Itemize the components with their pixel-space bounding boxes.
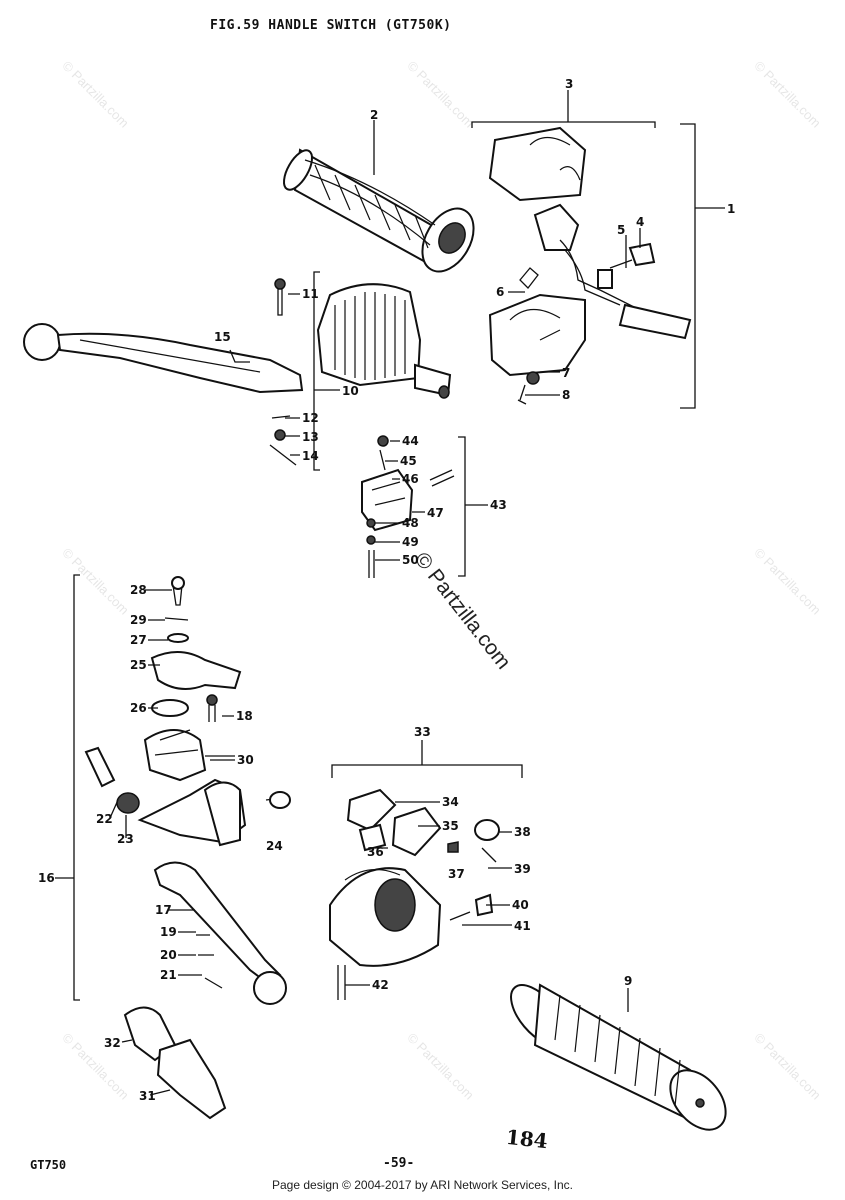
leader-lines — [55, 90, 725, 1096]
left-switch-assembly-drawing — [84, 576, 291, 1005]
handwritten-page-number: 184 — [504, 1124, 549, 1154]
callout-49: 49 — [402, 535, 419, 549]
callout-30: 30 — [237, 753, 254, 767]
callout-10: 10 — [342, 384, 359, 398]
callout-50: 50 — [402, 553, 419, 567]
callout-5: 5 — [617, 223, 625, 237]
figure-title: FIG.59 HANDLE SWITCH (GT750K) — [210, 18, 452, 33]
callout-12: 12 — [302, 411, 319, 425]
callout-2: 2 — [370, 108, 378, 122]
switch-subassembly-drawing — [361, 435, 455, 578]
callout-labels: 1 2 3 4 5 6 7 8 9 10 11 12 13 14 15 16 1… — [38, 77, 735, 1103]
callout-34: 34 — [442, 795, 459, 809]
callout-7: 7 — [562, 366, 570, 380]
callout-8: 8 — [562, 388, 570, 402]
callout-21: 21 — [160, 968, 177, 982]
grip-right-drawing — [510, 983, 727, 1131]
callout-3: 3 — [565, 77, 573, 91]
switch-assembly-drawing — [488, 203, 692, 405]
copyright-footer: Page design © 2004-2017 by ARI Network S… — [271, 1178, 573, 1192]
callout-18: 18 — [236, 709, 253, 723]
callout-38: 38 — [514, 825, 531, 839]
callout-4: 4 — [636, 215, 644, 229]
clutch-lever-drawing — [23, 278, 452, 466]
callout-11: 11 — [302, 287, 319, 301]
callout-29: 29 — [130, 613, 147, 627]
callout-27: 27 — [130, 633, 147, 647]
callout-28: 28 — [130, 583, 147, 597]
callout-33: 33 — [414, 725, 431, 739]
callout-16: 16 — [38, 871, 55, 885]
callout-19: 19 — [160, 925, 177, 939]
right-switch-assembly-drawing — [329, 788, 500, 1000]
grip-left-drawing — [283, 148, 475, 273]
throttle-cable-drawing — [123, 1006, 227, 1120]
page-number: -59- — [383, 1156, 415, 1171]
callout-45: 45 — [400, 454, 417, 468]
callout-46: 46 — [402, 472, 419, 486]
callout-31: 31 — [139, 1089, 156, 1103]
callout-35: 35 — [442, 819, 459, 833]
callout-37: 37 — [448, 867, 465, 881]
callout-14: 14 — [302, 449, 319, 463]
callout-44: 44 — [402, 434, 419, 448]
model-label: GT750 — [30, 1158, 67, 1172]
callout-26: 26 — [130, 701, 147, 715]
callout-1: 1 — [727, 202, 735, 216]
callout-32: 32 — [104, 1036, 121, 1050]
callout-9: 9 — [624, 974, 632, 988]
callout-48: 48 — [402, 516, 419, 530]
callout-22: 22 — [96, 812, 113, 826]
callout-13: 13 — [302, 430, 319, 444]
callout-36: 36 — [367, 845, 384, 859]
callout-43: 43 — [490, 498, 507, 512]
callout-47: 47 — [427, 506, 444, 520]
callout-25: 25 — [130, 658, 147, 672]
callout-15: 15 — [214, 330, 231, 344]
callout-42: 42 — [372, 978, 389, 992]
callout-20: 20 — [160, 948, 177, 962]
callout-40: 40 — [512, 898, 529, 912]
callout-23: 23 — [117, 832, 134, 846]
switch-cover-drawing — [488, 126, 587, 202]
callout-39: 39 — [514, 862, 531, 876]
callout-17: 17 — [155, 903, 172, 917]
callout-24: 24 — [266, 839, 283, 853]
callout-41: 41 — [514, 919, 531, 933]
callout-6: 6 — [496, 285, 504, 299]
